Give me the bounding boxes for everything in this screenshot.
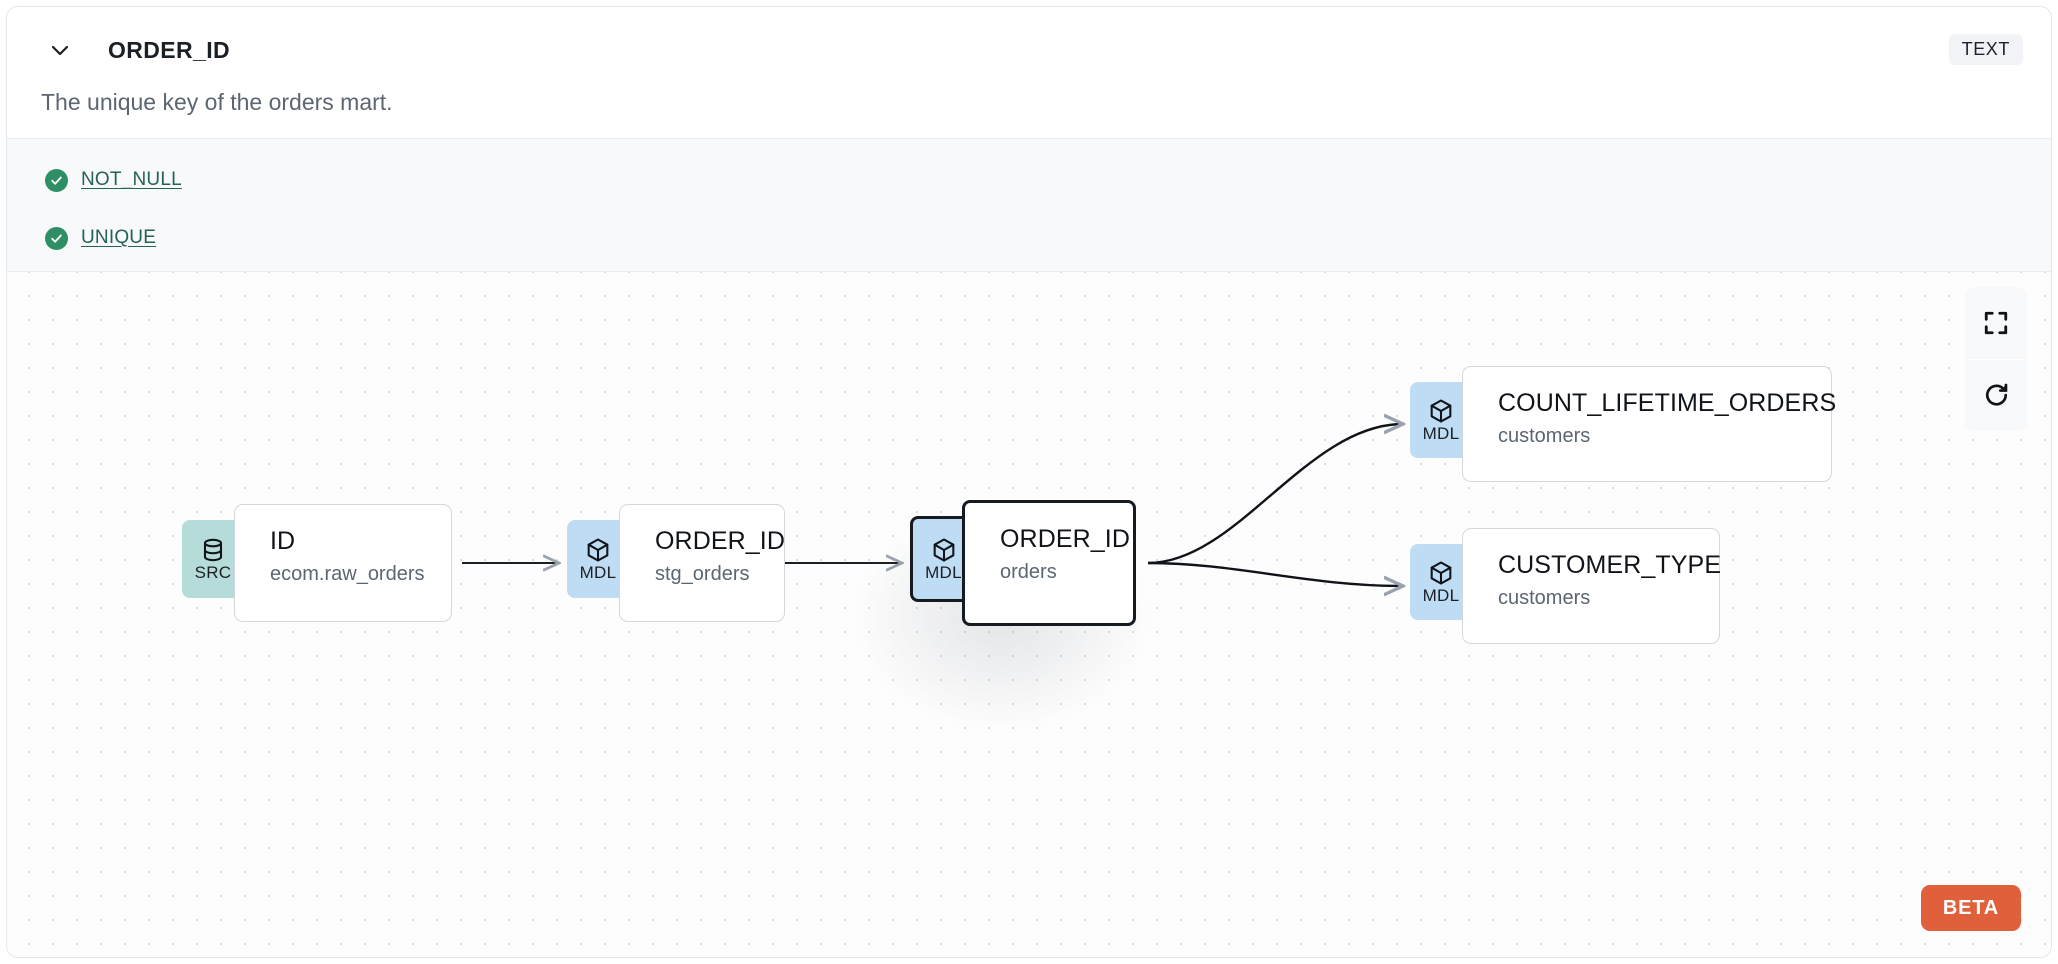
node-name: CUSTOMER_TYPE bbox=[1498, 551, 1722, 579]
node-name: ORDER_ID bbox=[1000, 525, 1130, 553]
node-badge-mdl: MDL bbox=[1410, 382, 1472, 458]
test-row[interactable]: UNIQUE bbox=[45, 225, 156, 251]
database-icon bbox=[200, 537, 226, 563]
lineage-canvas[interactable]: SRC ID ecom.raw_orders MDL ORDE bbox=[7, 272, 2051, 957]
node-parent: orders bbox=[1000, 561, 1057, 583]
refresh-icon bbox=[1983, 382, 2010, 409]
check-circle-icon bbox=[45, 226, 68, 250]
canvas-controls bbox=[1965, 287, 2027, 431]
node-badge-label: MDL bbox=[925, 562, 962, 582]
node-card: ORDER_ID orders bbox=[962, 500, 1136, 626]
check-circle-icon bbox=[45, 168, 68, 192]
cube-icon bbox=[931, 537, 957, 563]
node-card: COUNT_LIFETIME_ORDERS customers bbox=[1462, 366, 1837, 482]
node-badge-label: MDL bbox=[1422, 423, 1460, 443]
node-parent: customers bbox=[1498, 425, 1591, 447]
fullscreen-icon bbox=[1983, 310, 2009, 336]
node-parent: customers bbox=[1498, 587, 1591, 609]
node-badge-mdl: MDL bbox=[1410, 544, 1472, 620]
node-card: CUSTOMER_TYPE customers bbox=[1462, 528, 1722, 644]
tests-section: NOT_NULL UNIQUE bbox=[7, 138, 2051, 272]
node-name: ID bbox=[270, 527, 296, 555]
lineage-node-count-lifetime[interactable]: MDL COUNT_LIFETIME_ORDERS customers bbox=[1410, 366, 1837, 482]
node-badge-label: MDL bbox=[1422, 585, 1460, 605]
lineage-node-src-id[interactable]: SRC ID ecom.raw_orders bbox=[182, 504, 452, 622]
lineage-node-stg-order-id[interactable]: MDL ORDER_ID stg_orders bbox=[567, 504, 785, 622]
node-card: ORDER_ID stg_orders bbox=[619, 504, 785, 622]
node-parent: ecom.raw_orders bbox=[270, 563, 425, 585]
page-title: ORDER_ID bbox=[108, 37, 231, 63]
test-link[interactable]: UNIQUE bbox=[81, 227, 157, 248]
column-description: The unique key of the orders mart. bbox=[41, 89, 393, 115]
node-parent: stg_orders bbox=[655, 563, 750, 585]
node-name: ORDER_ID bbox=[655, 527, 785, 555]
cube-icon bbox=[585, 537, 611, 563]
fullscreen-button[interactable] bbox=[1965, 287, 2027, 359]
data-type-badge: TEXT bbox=[1948, 34, 2023, 65]
node-badge-mdl: MDL bbox=[567, 520, 629, 598]
test-row[interactable]: NOT_NULL bbox=[45, 167, 182, 193]
node-name: COUNT_LIFETIME_ORDERS bbox=[1498, 389, 1837, 417]
node-badge-label: MDL bbox=[579, 562, 617, 582]
beta-badge[interactable]: BETA bbox=[1920, 885, 2021, 931]
cube-icon bbox=[1428, 398, 1454, 424]
lineage-node-orders-order-id[interactable]: MDL ORDER_ID orders bbox=[910, 500, 1136, 626]
node-badge-src: SRC bbox=[182, 520, 244, 598]
chevron-down-icon[interactable] bbox=[43, 33, 77, 67]
test-link[interactable]: NOT_NULL bbox=[81, 169, 182, 190]
edge-orders-to-count-lifetime bbox=[1147, 424, 1403, 565]
edge-orders-to-customer-type bbox=[1147, 561, 1403, 586]
node-badge-label: SRC bbox=[194, 562, 232, 582]
column-detail-panel: ORDER_ID TEXT The unique key of the orde… bbox=[6, 6, 2052, 958]
cube-icon bbox=[1428, 560, 1454, 586]
node-card: ID ecom.raw_orders bbox=[234, 504, 452, 622]
lineage-node-customer-type[interactable]: MDL CUSTOMER_TYPE customers bbox=[1410, 528, 1722, 644]
panel-header: ORDER_ID TEXT The unique key of the orde… bbox=[7, 7, 2051, 115]
refresh-button[interactable] bbox=[1965, 359, 2027, 431]
